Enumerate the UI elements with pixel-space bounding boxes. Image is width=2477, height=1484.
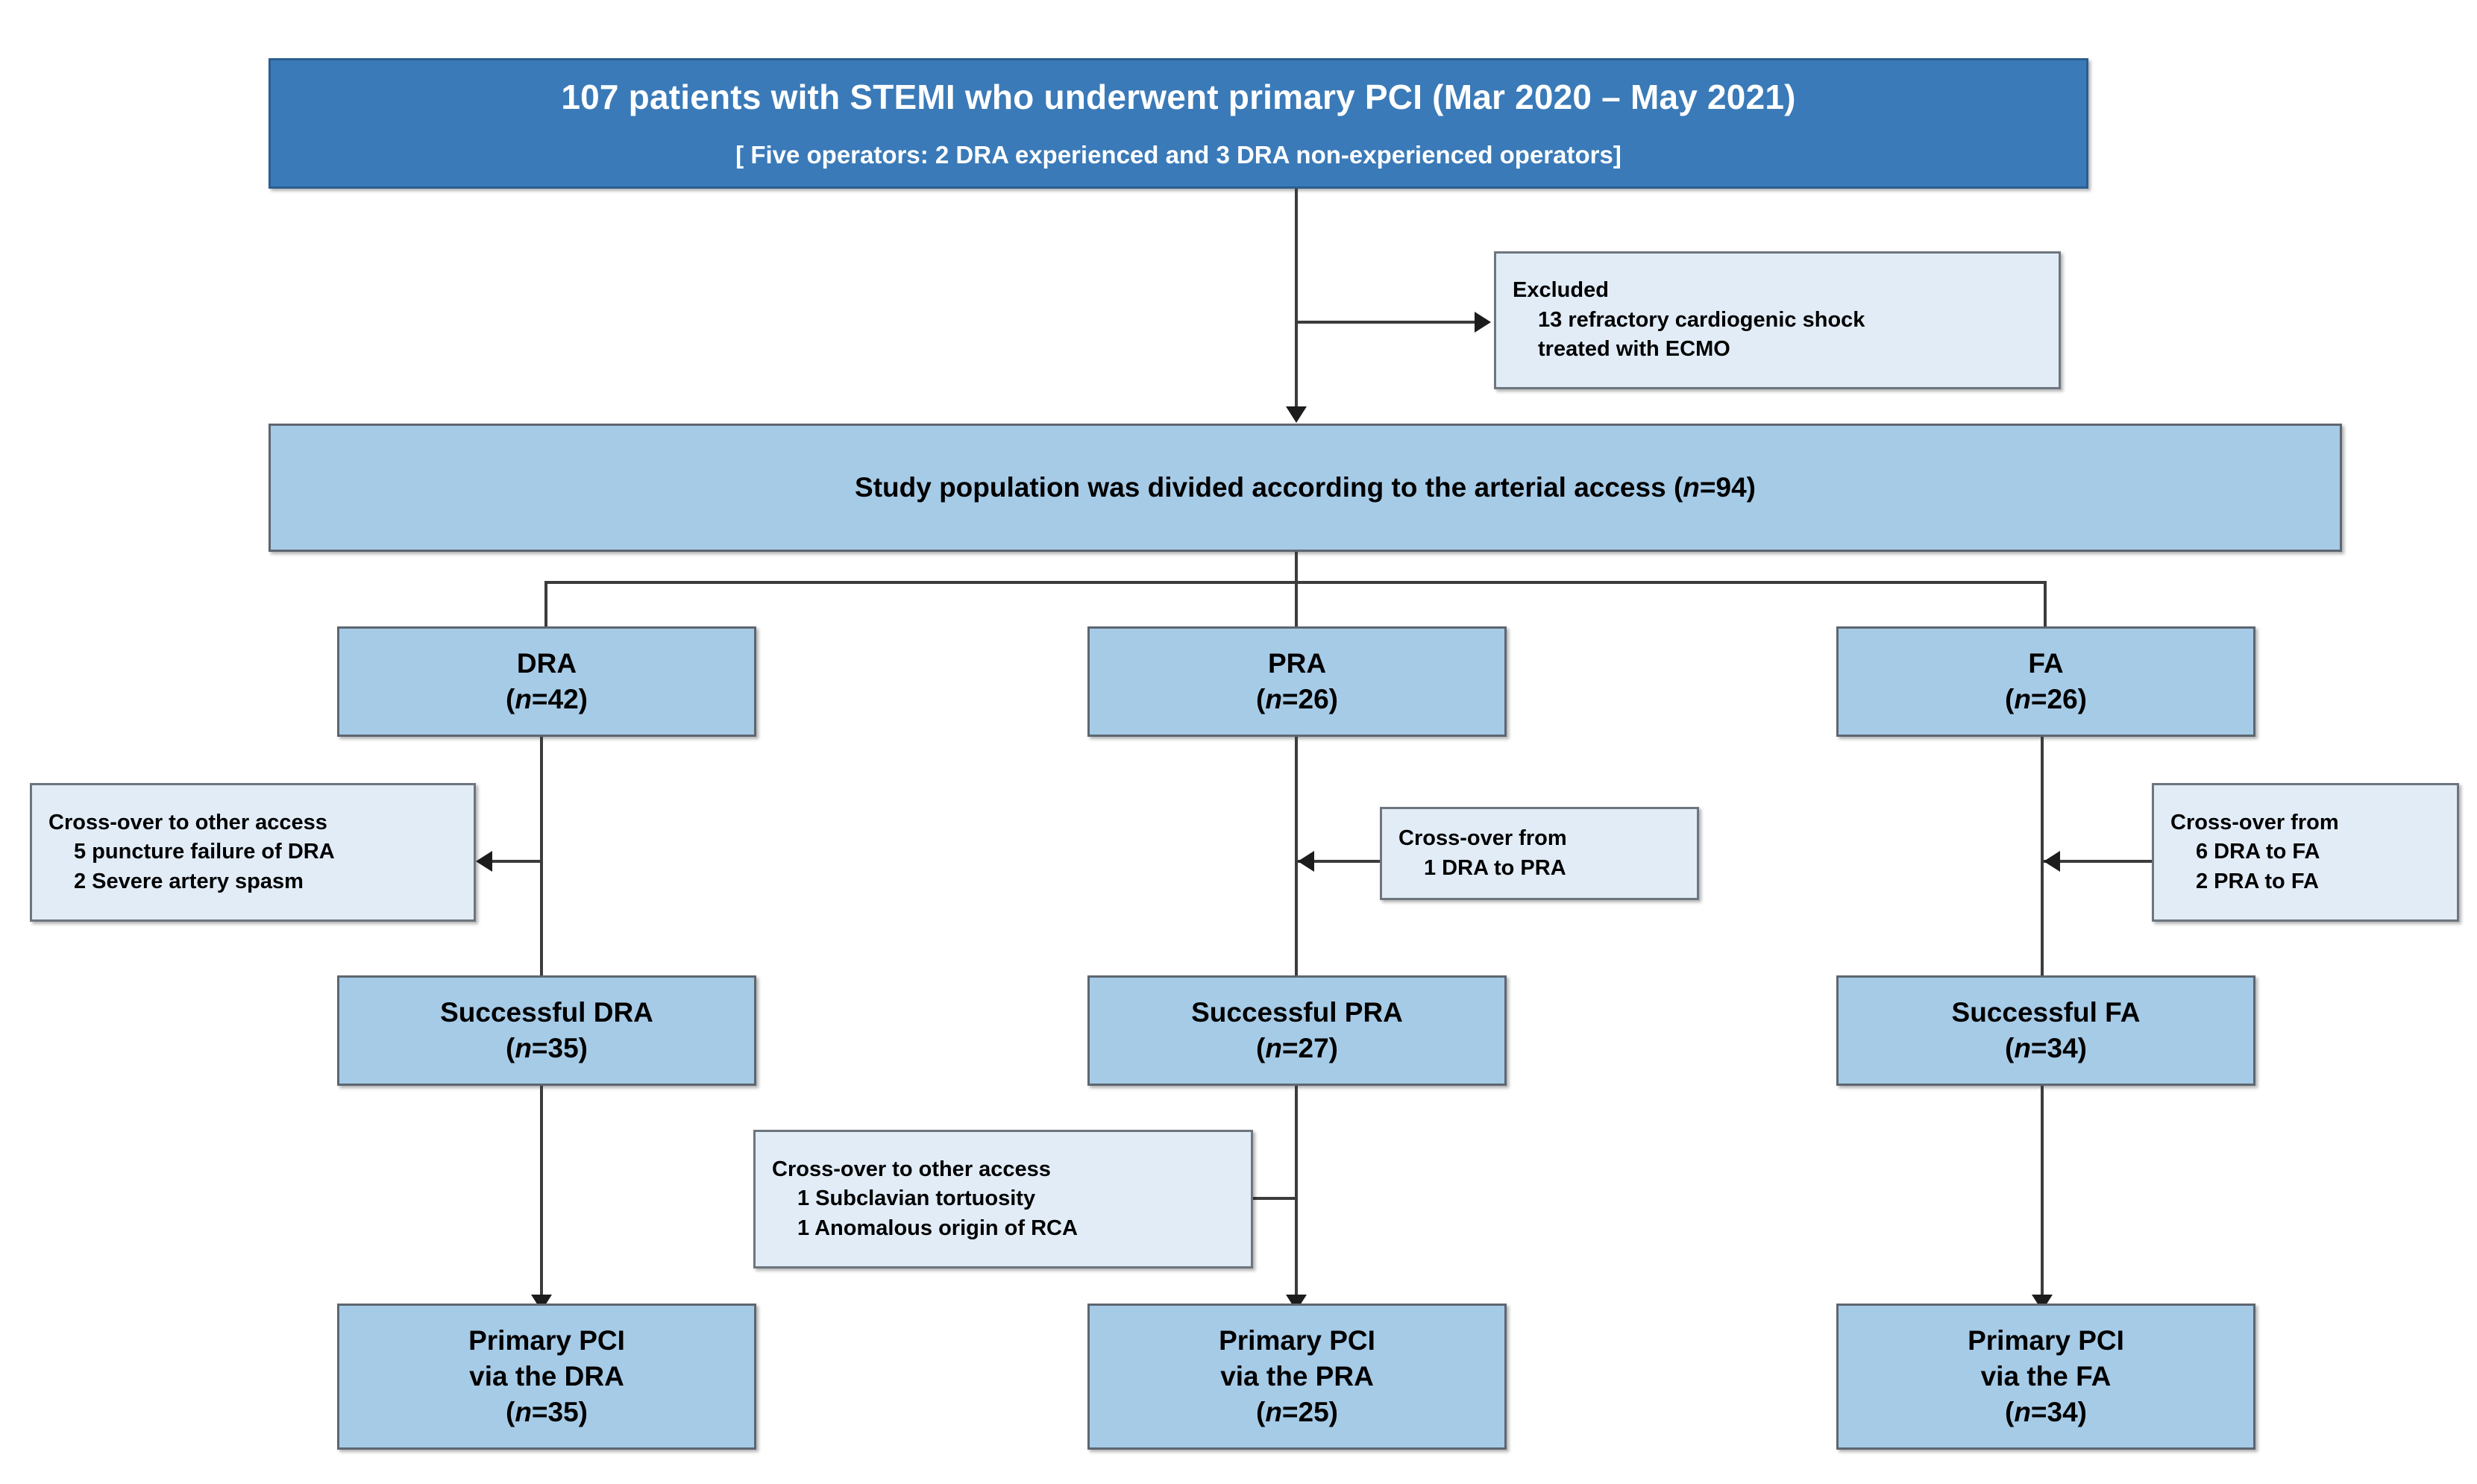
note-pra-out-line-1: Cross-over to other access (772, 1157, 1051, 1181)
outcome-line1-dra: Primary PCI (468, 1324, 625, 1356)
note-pra-crossover-out: Cross-over to other access 1 Subclavian … (753, 1130, 1253, 1268)
note-pra-in-line-2: 1 DRA to PRA (1424, 855, 1566, 880)
connector-dra-crossover-out (492, 860, 541, 863)
note-dra-crossover-out: Cross-over to other access 5 puncture fa… (30, 783, 476, 922)
connector-drop-fa (2044, 581, 2047, 635)
arrow-to-excluded (1475, 312, 1491, 333)
note-pra-out-line-2: 1 Subclavian tortuosity (797, 1186, 1036, 1211)
note-dra-line-3: 2 Severe artery spasm (74, 869, 304, 893)
connector-fa-crossover-in (2044, 860, 2152, 863)
outcome-box-dra: Primary PCI via the DRA (n=35) (337, 1304, 756, 1450)
access-box-dra: DRA (n=42) (337, 626, 756, 737)
access-label-dra: DRA (516, 647, 577, 679)
access-n-pra: (n=26) (1255, 684, 1339, 714)
excluded-line-1: Excluded (1513, 278, 1609, 303)
connector-dra-to-successful (540, 737, 543, 975)
note-fa-in-line-3: 2 PRA to FA (2196, 869, 2319, 893)
arrow-header-to-population (1286, 406, 1307, 423)
successful-box-fa: Successful FA (n=34) (1836, 975, 2255, 1086)
outcome-box-pra: Primary PCI via the PRA (n=25) (1087, 1304, 1507, 1450)
access-n-dra: (n=42) (505, 684, 588, 714)
outcome-line2-pra: via the PRA (1220, 1360, 1374, 1392)
study-population-box: Study population was divided according t… (269, 424, 2342, 552)
header-title: 107 patients with STEMI who underwent pr… (561, 78, 1796, 117)
header-subtitle: [ Five operators: 2 DRA experienced and … (735, 140, 1621, 169)
outcome-line1-fa: Primary PCI (1968, 1324, 2124, 1356)
connector-successful-fa-to-outcome (2041, 1086, 2044, 1302)
outcome-line1-pra: Primary PCI (1219, 1324, 1375, 1356)
outcome-n-dra: (n=35) (505, 1397, 588, 1428)
excluded-line-2: 13 refractory cardiogenic shock (1538, 307, 1865, 332)
successful-box-pra: Successful PRA (n=27) (1087, 975, 1507, 1086)
connector-population-trunk (1295, 552, 1298, 635)
access-label-pra: PRA (1267, 647, 1327, 679)
connector-to-excluded (1295, 321, 1478, 324)
note-fa-crossover-in: Cross-over from 6 DRA to FA 2 PRA to FA (2152, 783, 2459, 922)
note-fa-in-line-2: 6 DRA to FA (2196, 840, 2320, 864)
outcome-box-fa: Primary PCI via the FA (n=34) (1836, 1304, 2255, 1450)
note-dra-line-2: 5 puncture failure of DRA (74, 840, 335, 864)
access-box-pra: PRA (n=26) (1087, 626, 1507, 737)
successful-label-dra: Successful DRA (440, 996, 653, 1028)
successful-n-pra: (n=27) (1255, 1033, 1339, 1063)
access-n-fa: (n=26) (2004, 684, 2088, 714)
note-pra-out-line-3: 1 Anomalous origin of RCA (797, 1216, 1078, 1240)
access-label-fa: FA (2028, 647, 2064, 679)
arrow-dra-crossover-out (476, 851, 492, 872)
successful-label-fa: Successful FA (1951, 996, 2141, 1028)
outcome-n-fa: (n=34) (2004, 1397, 2088, 1428)
successful-label-pra: Successful PRA (1191, 996, 1403, 1028)
outcome-n-pra: (n=25) (1255, 1397, 1339, 1428)
study-population-n-italic: n (1683, 471, 1700, 503)
connector-successful-dra-to-outcome (540, 1086, 543, 1302)
note-pra-crossover-in: Cross-over from 1 DRA to PRA (1380, 807, 1699, 900)
study-population-text-before: Study population was divided according t… (855, 471, 1683, 503)
connector-drop-dra (544, 581, 547, 635)
excluded-box: Excluded 13 refractory cardiogenic shock… (1494, 251, 2061, 389)
successful-n-dra: (n=35) (505, 1033, 588, 1063)
connector-pra-to-successful (1295, 737, 1298, 975)
outcome-line2-dra: via the DRA (469, 1360, 624, 1392)
study-population-text-after: =94) (1699, 471, 1756, 503)
arrow-pra-crossover-in (1298, 851, 1314, 872)
access-box-fa: FA (n=26) (1836, 626, 2255, 737)
note-pra-in-line-1: Cross-over from (1398, 826, 1567, 851)
successful-n-fa: (n=34) (2004, 1033, 2088, 1063)
arrow-fa-crossover-in (2044, 851, 2060, 872)
excluded-line-3: treated with ECMO (1538, 337, 1730, 362)
connector-distributor-bar (544, 581, 2047, 584)
outcome-line2-fa: via the FA (1980, 1360, 2112, 1392)
header-box: 107 patients with STEMI who underwent pr… (269, 58, 2088, 189)
connector-pra-crossover-in (1298, 860, 1380, 863)
successful-box-dra: Successful DRA (n=35) (337, 975, 756, 1086)
study-population-label: Study population was divided according t… (855, 470, 1756, 506)
connector-successful-pra-to-outcome (1295, 1086, 1298, 1302)
connector-fa-to-successful (2041, 737, 2044, 975)
note-fa-in-line-1: Cross-over from (2170, 810, 2339, 834)
connector-header-to-population (1295, 189, 1298, 411)
note-dra-line-1: Cross-over to other access (48, 810, 327, 834)
